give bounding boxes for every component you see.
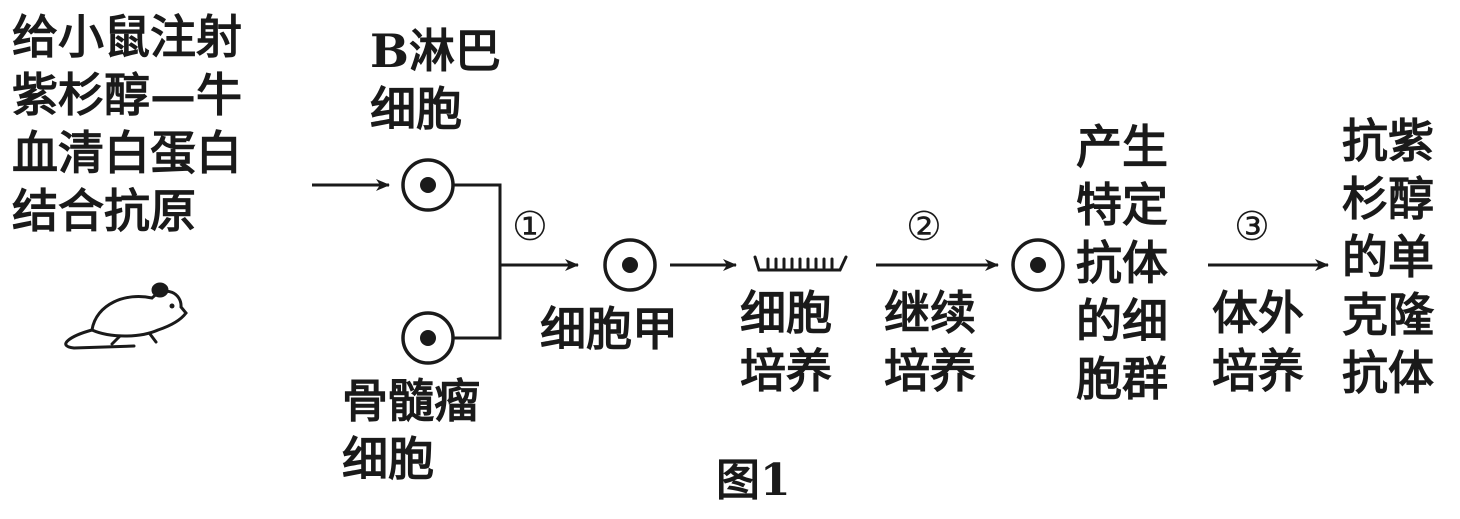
step-2-marker: ②	[906, 204, 942, 250]
monoclonal-antibody-label: 抗紫 杉醇 的单 克隆 抗体	[1342, 114, 1434, 400]
cell-jia-icon	[603, 238, 657, 292]
culture-dish-icon	[753, 255, 848, 272]
cell-jia-label: 细胞甲	[540, 302, 678, 356]
culture-1-label: 细胞 培养	[740, 286, 832, 398]
myeloma-cell-icon	[401, 311, 455, 365]
myeloma-label: 骨髓瘤 细胞	[342, 374, 480, 486]
culture-3-label: 体外 培养	[1212, 286, 1304, 398]
hybridoma-cell-icon	[1011, 238, 1065, 292]
mouse-icon	[64, 282, 188, 350]
step-3-marker: ③	[1234, 204, 1270, 250]
step-1-marker: ①	[512, 204, 548, 250]
specific-cell-group-label: 产生 特定 抗体 的细 胞群	[1076, 120, 1168, 406]
figure-caption: 图1	[716, 455, 791, 506]
fusion-bracket	[453, 183, 502, 340]
b-cell-label: B淋巴 细胞	[370, 24, 501, 136]
culture-2-label: 继续 培养	[884, 286, 976, 398]
antigen-label: 给小鼠注射 紫杉醇—牛 血清白蛋白 结合抗原	[12, 10, 242, 238]
b-cell-icon	[401, 158, 455, 212]
